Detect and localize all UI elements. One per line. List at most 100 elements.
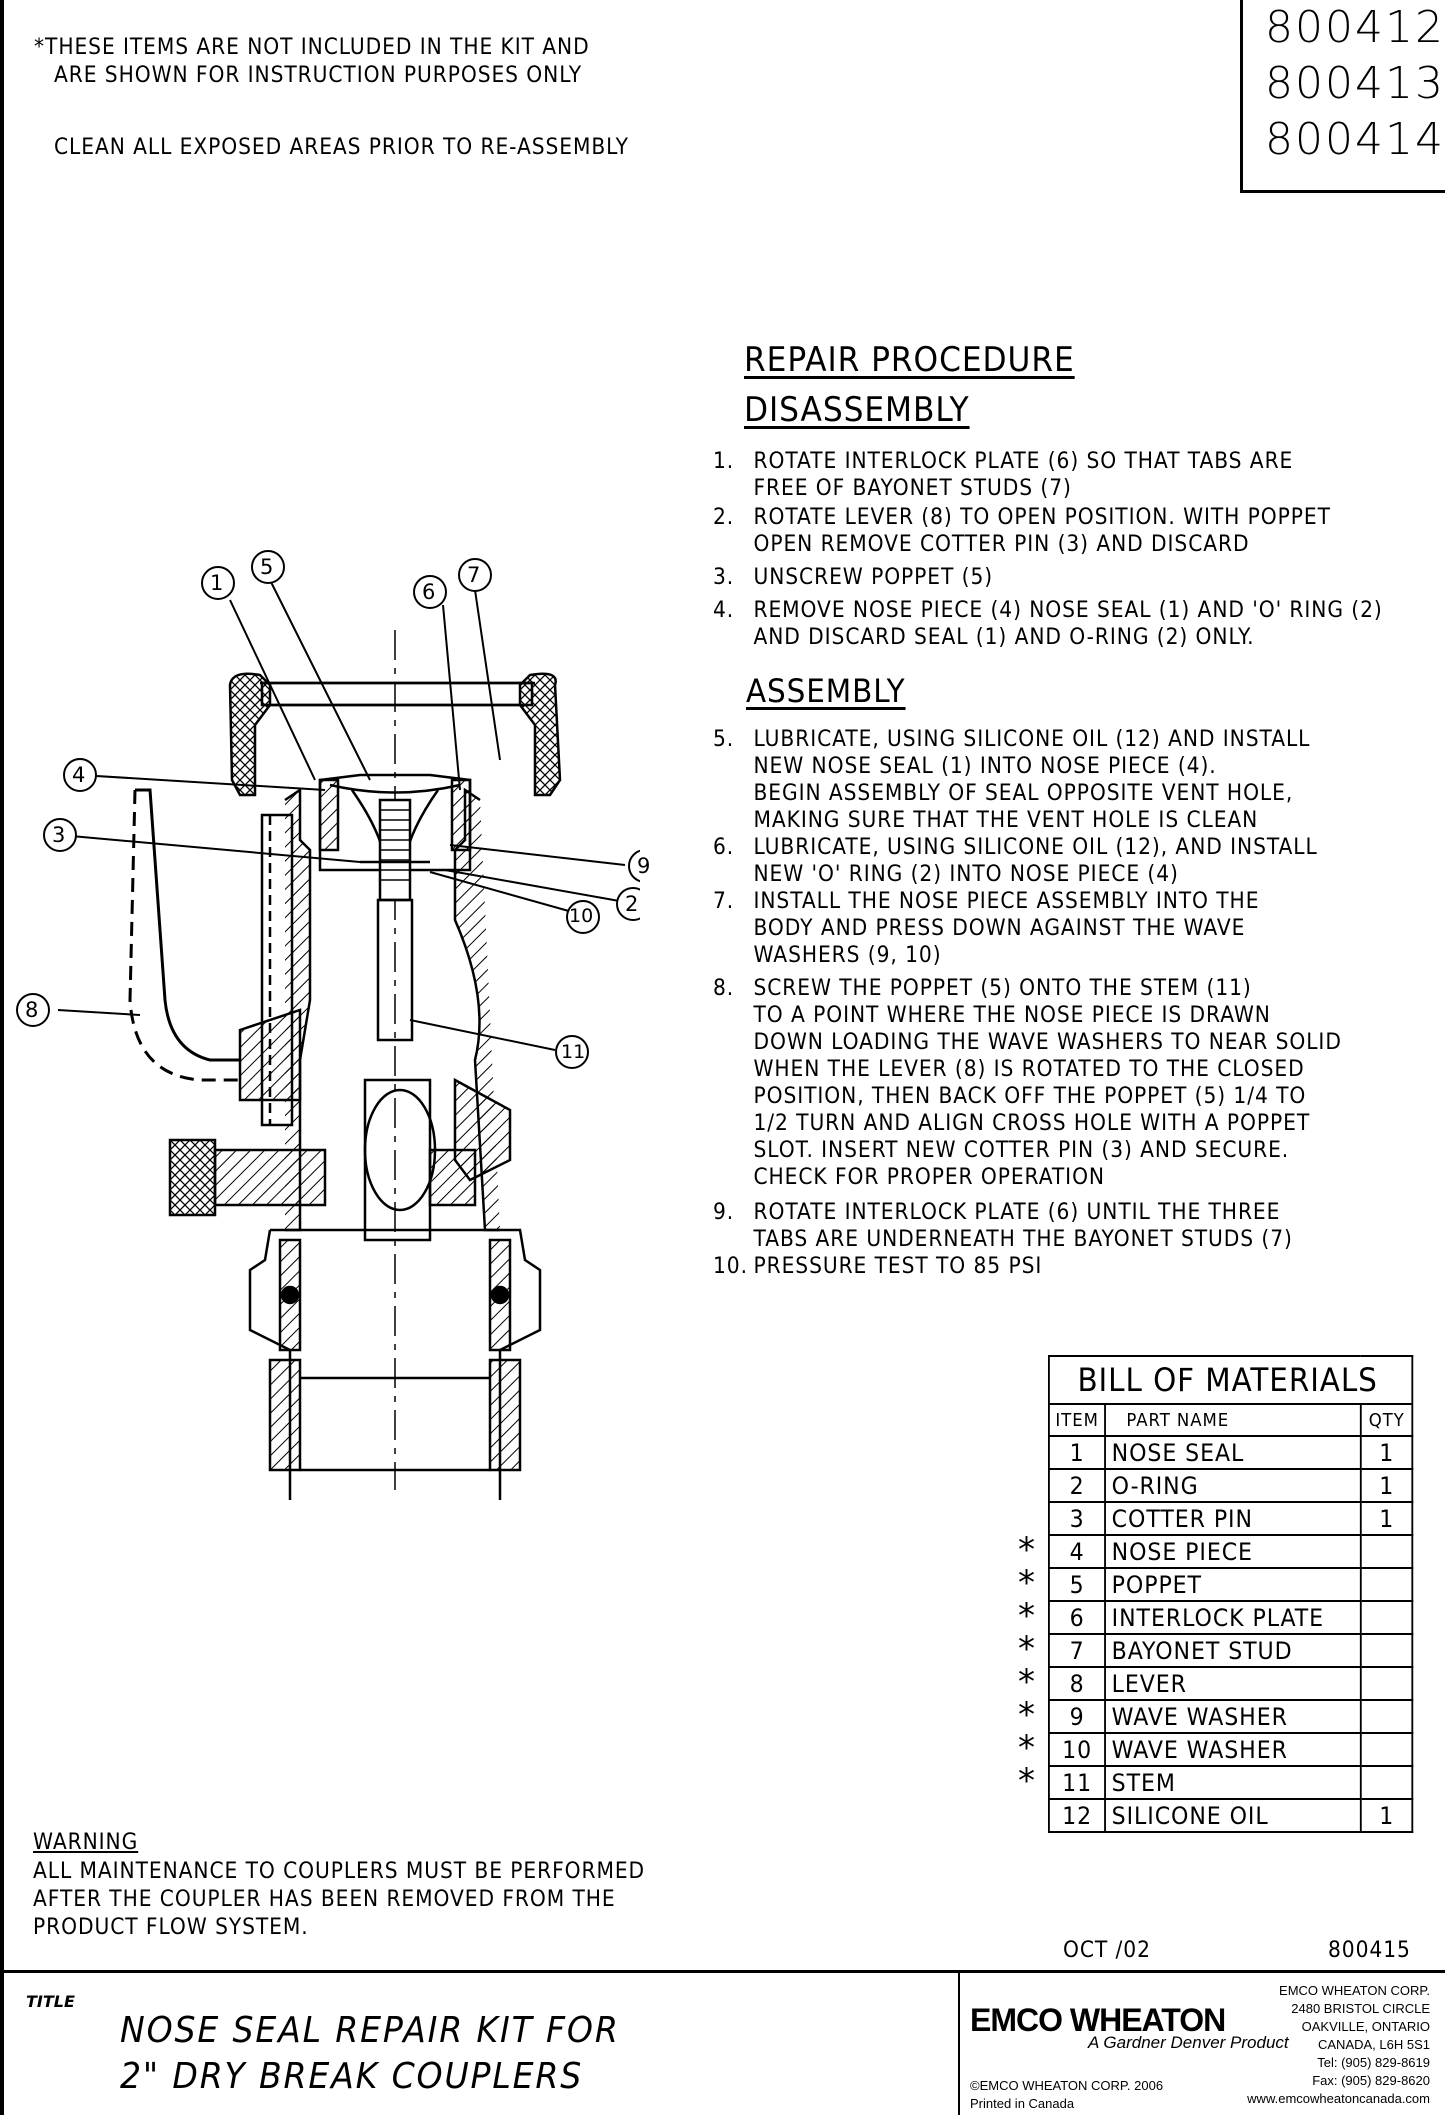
bom-qty: 1 [1360, 1468, 1414, 1503]
copyright: ©EMCO WHEATON CORP. 2006 [970, 2078, 1164, 2093]
address-line: 2480 BRISTOL CIRCLE [1291, 2001, 1430, 2016]
address-line: CANADA, L6H 5S1 [1318, 2037, 1430, 2052]
callout-label: 4 [72, 763, 86, 787]
step-text: SCREW THE POPPET (5) ONTO THE STEM (11) … [753, 976, 1342, 1190]
callout-label: 10 [569, 905, 594, 927]
step-number: 9. [713, 1200, 735, 1225]
bom-part-name: COTTER PIN [1104, 1501, 1363, 1536]
sheet-border [0, 0, 4, 2115]
bom-qty: 1 [1360, 1798, 1414, 1833]
step-number: 7. [713, 889, 735, 914]
bom-qty [1360, 1600, 1414, 1635]
not-included-marker: * [1018, 1563, 1035, 1603]
assembly-steps: 5.LUBRICATE, USING SILICONE OIL (12) AND… [713, 726, 1342, 1280]
bom-qty [1360, 1534, 1414, 1569]
callout-11 [555, 1035, 589, 1069]
callout-1 [201, 566, 235, 600]
title-block-divider [958, 1973, 960, 2115]
bom-part-name: LEVER [1104, 1666, 1363, 1701]
step: 8. SCREW THE POPPET (5) ONTO THE STEM (11… [713, 975, 1342, 1191]
step-text: UNSCREW POPPET (5) [753, 565, 994, 590]
step-text: ROTATE INTERLOCK PLATE (6) SO THAT TABS … [753, 449, 1294, 501]
step-number: 8. [713, 976, 735, 1001]
callout-label: 6 [422, 580, 436, 604]
bom-item: 11 [1047, 1765, 1107, 1800]
step-number: 3. [713, 565, 735, 590]
bom-part-name: SILICONE OIL [1104, 1798, 1363, 1833]
disassembly-title: DISASSEMBLY [744, 390, 970, 430]
revision-date: OCT /02 [1063, 1938, 1151, 1963]
note-line-1: *THESE ITEMS ARE NOT INCLUDED IN THE KIT… [34, 35, 590, 60]
bom-part-name: STEM [1104, 1765, 1363, 1800]
bom-part-name: WAVE WASHER [1104, 1732, 1363, 1767]
bom-item: 3 [1047, 1501, 1107, 1536]
callout-7 [458, 558, 492, 592]
callout-label: 9 [637, 854, 651, 878]
address-line: OAKVILLE, ONTARIO [1301, 2019, 1430, 2034]
title-block-border [0, 1970, 1445, 1973]
not-included-marker: * [1018, 1728, 1035, 1768]
step: 7. INSTALL THE NOSE PIECE ASSEMBLY INTO T… [713, 888, 1342, 969]
callout-label: 1 [210, 571, 224, 595]
bom-item: 8 [1047, 1666, 1107, 1701]
bom-header-qty: QTY [1360, 1403, 1414, 1437]
warning-title: WARNING [33, 1830, 139, 1855]
bom-item: 4 [1047, 1534, 1107, 1569]
note-line-3: CLEAN ALL EXPOSED AREAS PRIOR TO RE-ASSE… [54, 135, 629, 160]
step: 1.ROTATE INTERLOCK PLATE (6) SO THAT TAB… [713, 448, 1383, 502]
bom-part-name: WAVE WASHER [1104, 1699, 1363, 1734]
logo-tagline: A Gardner Denver Product [1088, 2033, 1289, 2052]
step-number: 6. [713, 835, 735, 860]
callout-label: 3 [52, 823, 66, 847]
assembly-title: ASSEMBLY [746, 672, 906, 710]
bom-part-name: NOSE PIECE [1104, 1534, 1363, 1569]
part-number: 800413 [1265, 58, 1445, 109]
company-address: EMCO WHEATON CORP. 2480 BRISTOL CIRCLE O… [1180, 1982, 1430, 2108]
bom-part-name: NOSE SEAL [1104, 1435, 1363, 1470]
callout-2 [616, 887, 640, 921]
callout-5 [251, 550, 285, 584]
bom-item: 7 [1047, 1633, 1107, 1668]
step-text: REMOVE NOSE PIECE (4) NOSE SEAL (1) AND … [753, 598, 1383, 650]
bom-qty: 1 [1360, 1435, 1414, 1470]
not-included-marker: * [1018, 1761, 1035, 1801]
title-label: TITLE [26, 1992, 75, 2011]
step-text: ROTATE LEVER (8) TO OPEN POSITION. WITH … [753, 505, 1331, 557]
bom-part-name: BAYONET STUD [1104, 1633, 1363, 1668]
procedure-title: REPAIR PROCEDURE [744, 340, 1075, 380]
step-text: INSTALL THE NOSE PIECE ASSEMBLY INTO THE… [753, 889, 1260, 968]
step-number: 10. [713, 1254, 748, 1279]
step: 3. UNSCREW POPPET (5) [713, 564, 1383, 591]
bom-title: BILL OF MATERIALS [1048, 1355, 1414, 1404]
callout-10 [566, 900, 600, 934]
step-text: LUBRICATE, USING SILICONE OIL (12) AND I… [753, 727, 1311, 833]
bom-item: 6 [1047, 1600, 1107, 1635]
step-number: 2. [713, 505, 735, 530]
step: 10.PRESSURE TEST TO 85 PSI [713, 1253, 1342, 1280]
step-text: ROTATE INTERLOCK PLATE (6) UNTIL THE THR… [753, 1200, 1293, 1252]
address-line: www.emcowheatoncanada.com [1247, 2091, 1430, 2106]
drawing-number: 800415 [1328, 1938, 1411, 1963]
bom-qty: 1 [1360, 1501, 1414, 1536]
address-line: Fax: (905) 829-8620 [1312, 2073, 1430, 2088]
callout-9 [628, 849, 640, 883]
bom-item: 10 [1047, 1732, 1107, 1767]
bom-qty [1360, 1732, 1414, 1767]
warning-text: ALL MAINTENANCE TO COUPLERS MUST BE PERF… [33, 1859, 646, 1940]
part-number: 800414 [1265, 114, 1445, 165]
step-text: PRESSURE TEST TO 85 PSI [753, 1254, 1043, 1279]
step: 2. ROTATE LEVER (8) TO OPEN POSITION. WIT… [713, 504, 1383, 558]
bom-item: 9 [1047, 1699, 1107, 1734]
